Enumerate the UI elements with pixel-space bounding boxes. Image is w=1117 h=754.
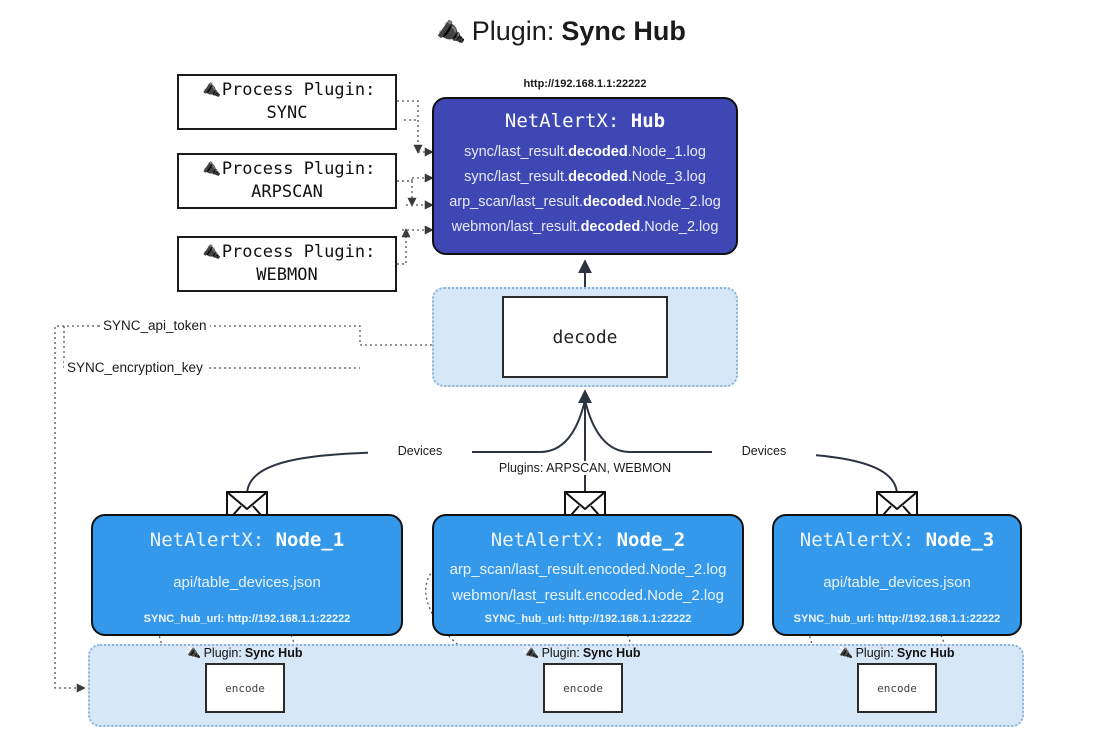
node-line: api/table_devices.json	[173, 573, 321, 591]
process-plugin-prefix: Process Plugin:	[221, 80, 376, 101]
process-plugin-heading: 🔌 Process Plugin:	[196, 157, 376, 181]
process-plugin-prefix: Process Plugin:	[221, 159, 376, 180]
node-card-node-1[interactable]: NetAlertX: Node_1 api/table_devices.json…	[91, 514, 403, 636]
hub-url-label: http://192.168.1.1:22222	[523, 78, 647, 90]
hub-title-name: Hub	[630, 110, 666, 132]
encode-plugin-label-1: 🔌 Plugin:Sync Hub	[183, 644, 303, 661]
node-footer: SYNC_hub_url: http://192.168.1.1:22222	[793, 613, 1001, 625]
plug-icon: 🔌	[196, 78, 222, 102]
process-plugin-webmon[interactable]: 🔌 Process Plugin: WEBMON	[177, 236, 397, 292]
node-title: NetAlertX: Node_1	[149, 529, 345, 551]
process-plugin-heading: 🔌 Process Plugin:	[196, 78, 376, 102]
sync-encryption-key-label: SYNC_encryption_key	[64, 360, 206, 375]
node-title: NetAlertX: Node_3	[799, 529, 995, 551]
hub-title: NetAlertX: Hub	[505, 110, 665, 132]
node-body: api/table_devices.json	[774, 551, 1020, 613]
process-plugin-prefix: Process Plugin:	[221, 242, 376, 263]
hub-log-line: sync/last_result.decoded.Node_1.log	[464, 144, 706, 160]
node-card-node-3[interactable]: NetAlertX: Node_3 api/table_devices.json…	[772, 514, 1022, 636]
encode-box-node-1[interactable]: encode	[205, 663, 285, 713]
plug-icon: 🔌	[428, 13, 468, 49]
plug-icon: 🔌	[521, 644, 540, 661]
decode-box[interactable]: decode	[502, 296, 668, 378]
node-footer: SYNC_hub_url: http://192.168.1.1:22222	[143, 613, 351, 625]
encode-plugin-label-3: 🔌 Plugin:Sync Hub	[835, 644, 955, 661]
hub-log-line: webmon/last_result.decoded.Node_2.log	[451, 218, 719, 235]
plug-icon: 🔌	[196, 240, 222, 264]
page-title: 🔌 Plugin: Sync Hub	[0, 13, 1117, 49]
node-body: api/table_devices.json	[93, 551, 401, 613]
plug-icon: 🔌	[183, 644, 202, 661]
process-plugin-name: ARPSCAN	[251, 182, 323, 202]
hub-log-line: arp_scan/last_result.decoded.Node_2.log	[449, 193, 721, 210]
node-footer: SYNC_hub_url: http://192.168.1.1:22222	[484, 613, 692, 625]
sync-api-token-label: SYNC_api_token	[100, 318, 210, 333]
process-plugin-name: WEBMON	[256, 265, 318, 285]
process-plugin-sync[interactable]: 🔌 Process Plugin: SYNC	[177, 74, 397, 130]
process-plugin-name: SYNC	[266, 103, 308, 123]
node-line: api/table_devices.json	[823, 573, 971, 591]
node-line: arp_scan/last_result.encoded.Node_2.log	[449, 560, 727, 578]
node-title: NetAlertX: Node_2	[490, 529, 686, 551]
encode-plugin-label-2: 🔌 Plugin:Sync Hub	[521, 644, 641, 661]
page-title-name: Sync Hub	[561, 16, 686, 46]
plug-icon: 🔌	[835, 644, 854, 661]
process-plugin-arpscan[interactable]: 🔌 Process Plugin: ARPSCAN	[177, 153, 397, 209]
plug-icon: 🔌	[196, 157, 222, 181]
edge-label-plugins-center: Plugins: ARPSCAN, WEBMON	[490, 461, 680, 475]
encode-box-node-3[interactable]: encode	[857, 663, 937, 713]
edge-label-devices-left: Devices	[368, 444, 472, 458]
process-plugin-heading: 🔌 Process Plugin:	[196, 240, 376, 264]
hub-node[interactable]: NetAlertX: Hub sync/last_result.decoded.…	[432, 97, 738, 255]
node-card-node-2[interactable]: NetAlertX: Node_2 arp_scan/last_result.e…	[432, 514, 744, 636]
hub-title-prefix: NetAlertX:	[504, 110, 620, 132]
node-body: arp_scan/last_result.encoded.Node_2.log …	[434, 551, 742, 613]
edge-label-devices-right: Devices	[712, 444, 816, 458]
encode-box-node-2[interactable]: encode	[543, 663, 623, 713]
node-line: webmon/last_result.encoded.Node_2.log	[452, 586, 724, 604]
hub-log-line: sync/last_result.decoded.Node_3.log	[464, 168, 706, 185]
page-title-prefix: Plugin:	[471, 16, 555, 46]
